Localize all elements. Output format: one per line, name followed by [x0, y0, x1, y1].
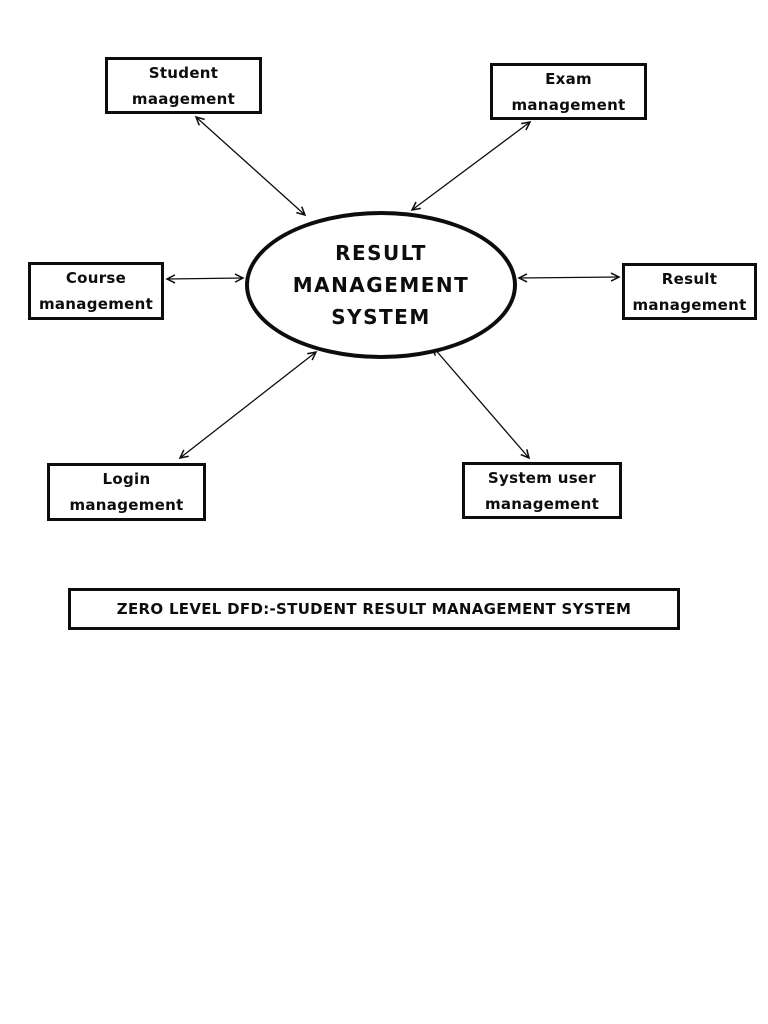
central-process-label-line: RESULT — [335, 241, 427, 265]
node-label-line: Course — [65, 269, 127, 287]
node-student-management: Student maagement — [105, 57, 262, 114]
node-system-user-management: System user management — [462, 462, 622, 519]
connector-systemuser-center — [431, 345, 531, 460]
node-label-line: management — [632, 295, 747, 314]
node-label-line: management — [38, 295, 154, 313]
node-result-management: Result management — [622, 263, 757, 320]
connector-result-center — [517, 272, 621, 283]
node-label-line: Exam — [545, 69, 592, 88]
connector-exam-center — [410, 120, 532, 212]
connector-login-center — [178, 350, 318, 460]
node-label-line: maagement — [131, 89, 236, 108]
node-label-line: Result — [661, 269, 718, 288]
node-label-line: management — [484, 494, 600, 513]
node-label-line: Login — [102, 470, 151, 488]
node-label-line: management — [69, 496, 184, 514]
central-process-label-line: SYSTEM — [331, 305, 431, 329]
diagram-caption: ZERO LEVEL DFD:-STUDENT RESULT MANAGEMEN… — [68, 588, 680, 630]
central-process-label-line: MANAGEMENT — [292, 273, 470, 297]
node-label-line: Student — [148, 63, 219, 82]
node-label-line: management — [511, 95, 626, 114]
node-exam-management: Exam management — [490, 63, 647, 120]
connector-course-center — [165, 273, 245, 284]
central-process-ellipse: RESULT MANAGEMENT SYSTEM — [245, 211, 517, 359]
diagram-caption-text: ZERO LEVEL DFD:-STUDENT RESULT MANAGEMEN… — [116, 600, 632, 618]
node-course-management: Course management — [28, 262, 164, 320]
node-label-line: System user — [487, 468, 597, 487]
connector-student-center — [194, 115, 307, 217]
node-login-management: Login management — [47, 463, 206, 521]
